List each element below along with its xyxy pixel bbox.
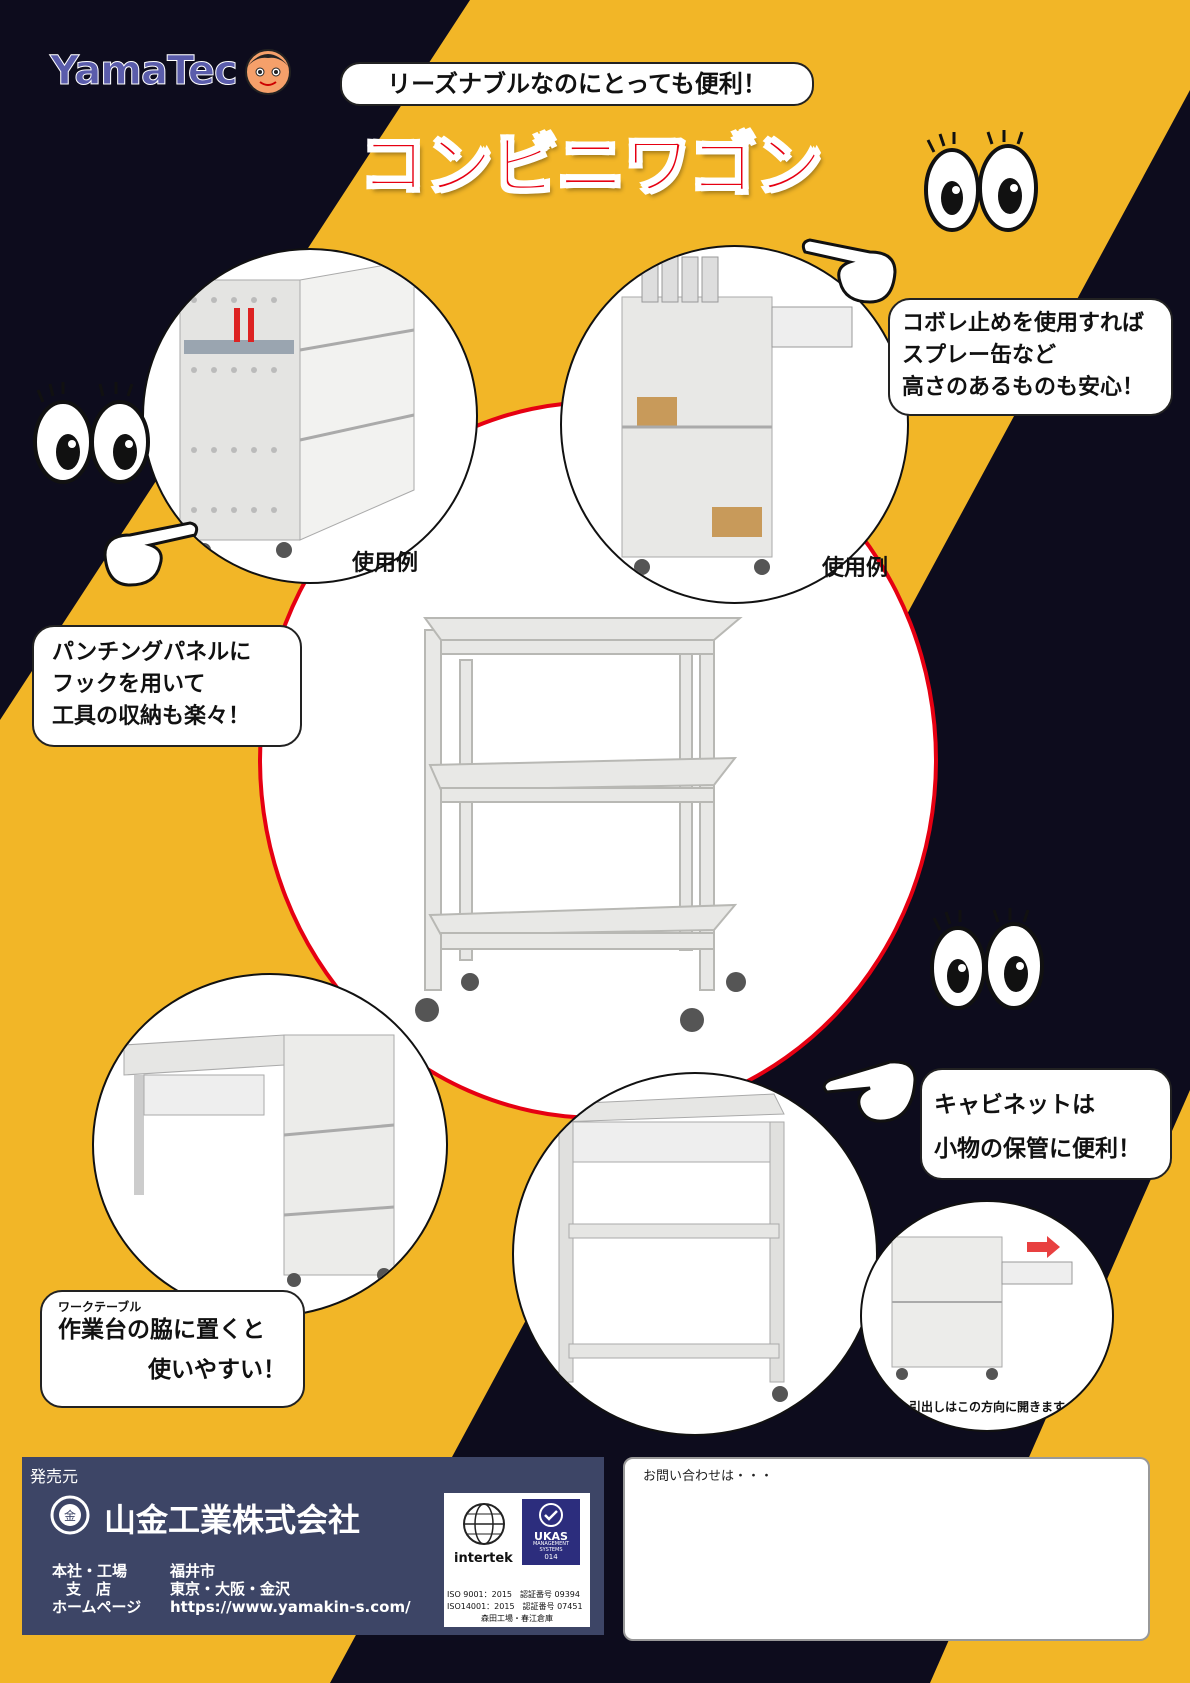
- example-circle-spray: [560, 245, 909, 604]
- example-circle-worktable: [92, 973, 448, 1317]
- bubble-spray-line3: 高さのあるものも安心！: [902, 374, 1145, 400]
- bubble-worktable-line1: 作業台の脇に置くと: [58, 1317, 265, 1344]
- pointing-hand-icon: [103, 521, 199, 587]
- example-circle-cabinet: [512, 1072, 878, 1436]
- info-label: 本社・工場: [52, 1562, 128, 1580]
- bubble-cabinet-line1: キャビネットは: [934, 1092, 1095, 1118]
- seller-label: 発売元: [30, 1467, 79, 1486]
- crown-check-icon: [539, 1503, 563, 1527]
- main-wagon-image: [415, 617, 746, 1032]
- company-info: 本社・工場 福井市 支 店 東京・大阪・金沢 ホームページ https://www.y…: [52, 1562, 411, 1616]
- title-text: コンビニワゴン: [359, 126, 823, 205]
- mascot-icon: [245, 49, 291, 95]
- homepage-link[interactable]: https://www.yamakin-s.com/: [170, 1598, 411, 1616]
- worktable-wagon-image: [123, 1034, 395, 1287]
- yamatec-logo: YamaTec: [50, 48, 300, 98]
- example-caption-left: 使用例: [352, 551, 419, 576]
- certification-box: intertek UKAS MANAGEMENT SYSTEMS 014 ISO…: [444, 1493, 590, 1627]
- contact-label: お問い合わせは・・・: [643, 1469, 774, 1484]
- spray-wagon-image: [621, 256, 853, 575]
- bubble-panel-line1: パンチングパネルに: [52, 640, 252, 665]
- bubble-worktable-ruby: ワークテーブル: [58, 1300, 142, 1314]
- intertek-globe-icon: [463, 1503, 505, 1545]
- drawer-note: 引出しはこの方向に開きます: [908, 1400, 1065, 1414]
- info-value: 福井市: [170, 1562, 216, 1580]
- svg-text:金: 金: [64, 1508, 76, 1523]
- bubble-cabinet: キャビネットは 小物の保管に便利！: [920, 1068, 1172, 1180]
- info-value: 東京・大阪・金沢: [170, 1580, 291, 1598]
- cartoon-eyes-top-right: [924, 130, 1038, 232]
- bubble-spray: コボレ止めを使用すれば スプレー缶など 高さのあるものも安心！: [888, 298, 1173, 416]
- cartoon-eyes-mid-right: [930, 908, 1044, 1010]
- bubble-spray-line1: コボレ止めを使用すれば: [902, 311, 1145, 336]
- intertek-label: intertek: [454, 1551, 513, 1566]
- pointing-hand-icon: [822, 1060, 917, 1123]
- contact-panel: お問い合わせは・・・: [623, 1457, 1150, 1641]
- info-label: ホームページ: [52, 1598, 142, 1616]
- company-name: 山金工業株式会社: [104, 1501, 361, 1539]
- info-row: 支 店 東京・大阪・金沢: [52, 1580, 411, 1598]
- bubble-panel-line2: フックを用いて: [52, 671, 206, 697]
- cert-line-2: ISO14001：2015 認証番号 07451: [447, 1602, 583, 1611]
- example-caption-right: 使用例: [822, 556, 889, 581]
- cabinet-wagon-image: [556, 1093, 788, 1402]
- pointing-hand-icon: [801, 238, 897, 304]
- info-label: 支 店: [66, 1580, 112, 1598]
- cert-line-3: 森田工場・春江倉庫: [481, 1614, 553, 1623]
- ukas-badge: UKAS MANAGEMENT SYSTEMS 014: [522, 1499, 580, 1565]
- ukas-label: UKAS: [534, 1530, 568, 1543]
- info-row: 本社・工場 福井市: [52, 1562, 411, 1580]
- logo-text: YamaTec: [50, 48, 239, 95]
- drawer-wagon-image: [891, 1236, 1073, 1380]
- bubble-cabinet-line2: 小物の保管に便利！: [934, 1135, 1141, 1162]
- pegboard-wagon-image: [179, 259, 415, 558]
- ukas-sub: MANAGEMENT SYSTEMS: [532, 1541, 570, 1553]
- seller-panel: 発売元 金 山金工業株式会社 本社・工場 福井市 支 店 東京・大阪・金沢 ホームペ…: [22, 1457, 604, 1635]
- bubble-panel: パンチングパネルに フックを用いて 工具の収納も楽々！: [32, 625, 302, 747]
- bubble-worktable: ワークテーブル 作業台の脇に置くと 使いやすい！: [40, 1290, 305, 1408]
- bubble-worktable-line2: 使いやすい！: [148, 1356, 286, 1383]
- bubble-panel-line3: 工具の収納も楽々！: [52, 703, 251, 729]
- info-row: ホームページ https://www.yamakin-s.com/: [52, 1598, 411, 1616]
- page-title: コンビニワゴン: [359, 112, 860, 205]
- ukas-number: 014: [544, 1553, 558, 1561]
- cert-line-1: ISO 9001：2015 認証番号 09394: [447, 1590, 580, 1599]
- tagline: リーズナブルなのにとっても便利！: [387, 70, 767, 98]
- drawer-direction-circle: 引出しはこの方向に開きます: [860, 1200, 1114, 1432]
- cartoon-eyes-left: [33, 382, 150, 484]
- bubble-spray-line2: スプレー缶など: [902, 342, 1057, 368]
- company-emblem-icon: 金: [50, 1495, 90, 1535]
- tagline-pill: リーズナブルなのにとっても便利！: [340, 62, 814, 106]
